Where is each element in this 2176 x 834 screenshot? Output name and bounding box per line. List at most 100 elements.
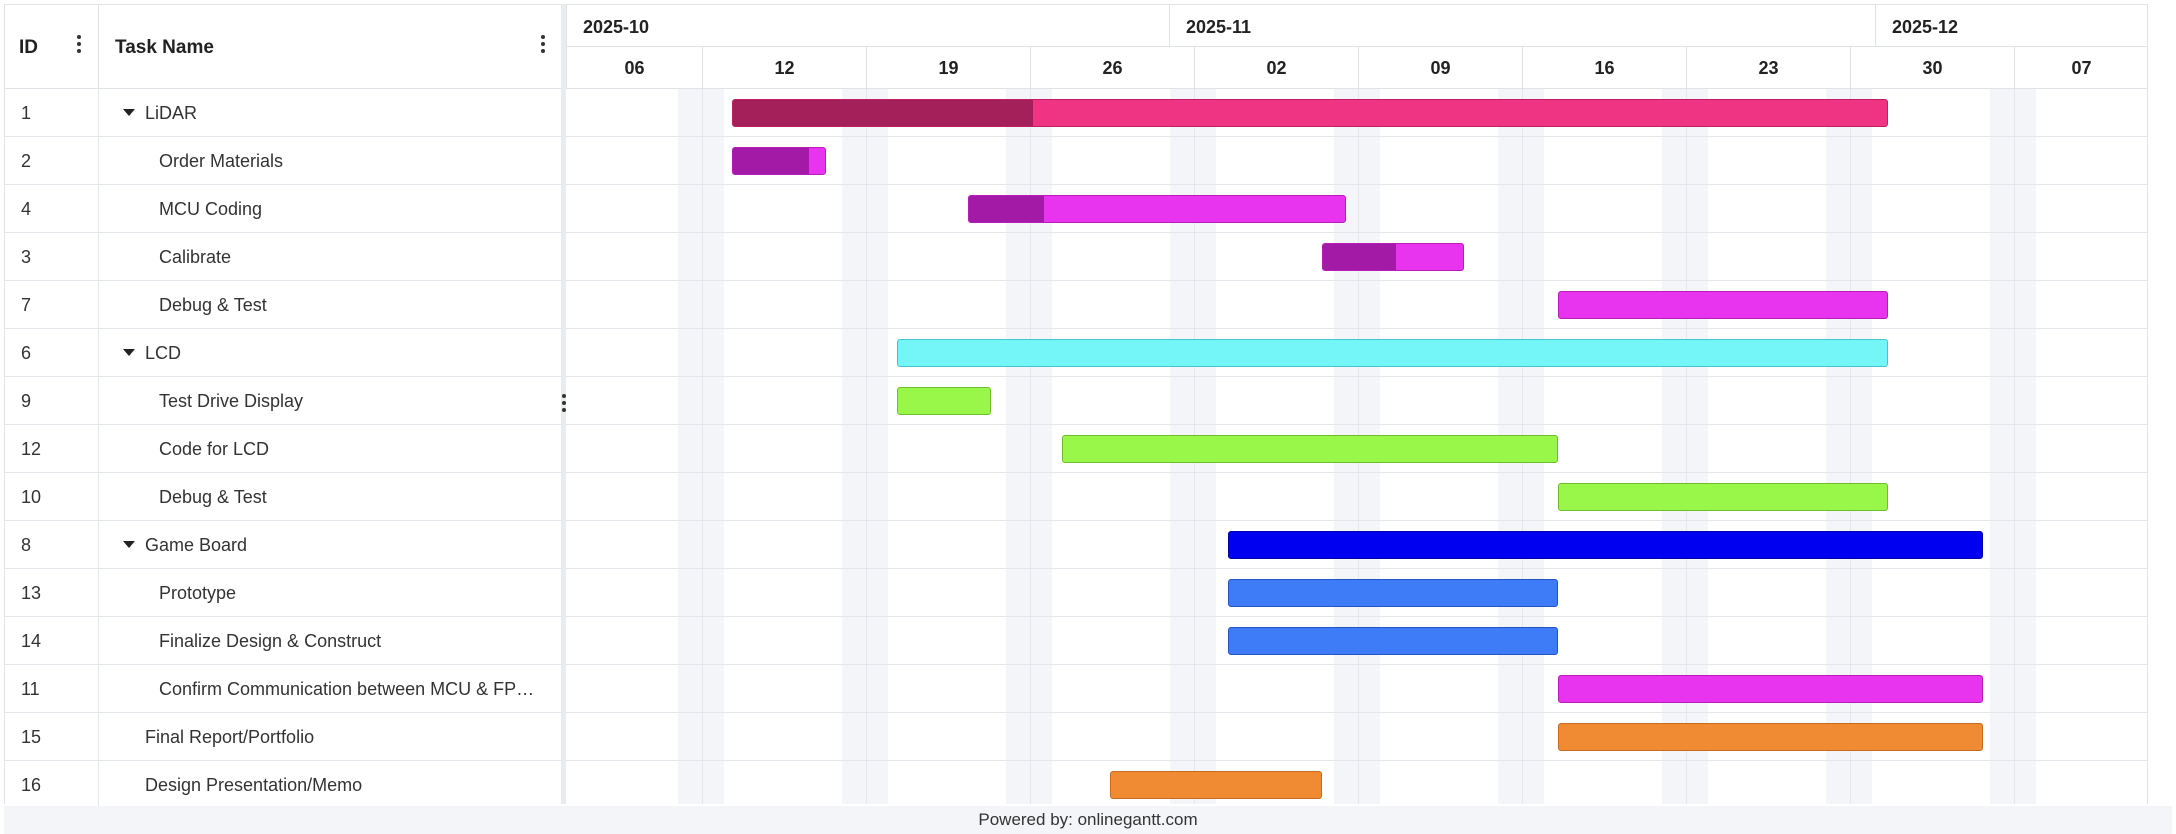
- task-name: Calibrate: [159, 247, 232, 267]
- task-id-cell: 2: [5, 137, 99, 185]
- task-row[interactable]: 11 Confirm Communication between MCU & FP…: [5, 665, 563, 713]
- task-bar[interactable]: [1558, 675, 1983, 703]
- task-bar[interactable]: [1322, 243, 1464, 271]
- week-label: 19: [938, 58, 959, 78]
- week-gridline: [866, 89, 867, 804]
- task-id: 16: [21, 775, 42, 795]
- splitter-handle-icon[interactable]: [561, 394, 566, 416]
- task-progress-fill: [733, 148, 810, 174]
- task-bar[interactable]: [897, 387, 991, 415]
- task-row[interactable]: 3 Calibrate: [5, 233, 563, 281]
- collapse-caret-icon[interactable]: [123, 349, 135, 356]
- task-bar[interactable]: [1228, 579, 1558, 607]
- task-bar[interactable]: [1228, 531, 1983, 559]
- collapse-caret-icon[interactable]: [123, 541, 135, 548]
- week-label-cell: 16: [1522, 47, 1686, 89]
- row-gridline: [566, 568, 2147, 569]
- task-name: Debug & Test: [159, 295, 267, 315]
- column-header-id[interactable]: ID: [5, 5, 99, 89]
- task-name-cell[interactable]: LCD: [99, 329, 563, 377]
- task-id: 2: [21, 151, 32, 171]
- task-row[interactable]: 8 Game Board: [5, 521, 563, 569]
- row-gridline: [566, 136, 2147, 137]
- task-id-cell: 12: [5, 425, 99, 473]
- task-name-cell[interactable]: Test Drive Display: [99, 377, 563, 425]
- task-id: 15: [21, 727, 42, 747]
- week-label-cell: 30: [1850, 47, 2014, 89]
- task-bar[interactable]: [732, 99, 1888, 127]
- column-menu-icon[interactable]: [75, 35, 83, 57]
- task-id: 10: [21, 487, 42, 507]
- task-bar[interactable]: [897, 339, 1888, 367]
- task-name-cell[interactable]: LiDAR: [99, 89, 563, 137]
- task-row[interactable]: 12 Code for LCD: [5, 425, 563, 473]
- task-id-cell: 1: [5, 89, 99, 137]
- task-name-cell[interactable]: Debug & Test: [99, 281, 563, 329]
- month-label-cell: 2025-11: [1169, 5, 1875, 47]
- task-name-cell[interactable]: Debug & Test: [99, 473, 563, 521]
- week-label: 02: [1266, 58, 1287, 78]
- month-label: 2025-12: [1892, 17, 1959, 37]
- collapse-caret-icon[interactable]: [123, 109, 135, 116]
- task-id-cell: 9: [5, 377, 99, 425]
- task-row[interactable]: 15 Final Report/Portfolio: [5, 713, 563, 761]
- task-id: 1: [21, 103, 32, 123]
- row-gridline: [566, 472, 2147, 473]
- task-bar[interactable]: [968, 195, 1346, 223]
- row-gridline: [566, 424, 2147, 425]
- row-gridline: [566, 760, 2147, 761]
- task-bar[interactable]: [1062, 435, 1558, 463]
- row-gridline: [566, 712, 2147, 713]
- task-bar[interactable]: [1558, 483, 1888, 511]
- task-row[interactable]: 1 LiDAR: [5, 89, 563, 137]
- task-name: Design Presentation/Memo: [145, 775, 363, 795]
- column-menu-icon[interactable]: [539, 35, 547, 57]
- task-name-cell[interactable]: MCU Coding: [99, 185, 563, 233]
- weekend-shade: [1990, 89, 2036, 804]
- row-gridline: [566, 616, 2147, 617]
- task-bar[interactable]: [1558, 723, 1983, 751]
- task-bar[interactable]: [1558, 291, 1888, 319]
- task-name-cell[interactable]: Design Presentation/Memo: [99, 761, 563, 809]
- footer: Powered by: onlinegantt.com: [4, 806, 2172, 834]
- task-name-cell[interactable]: Game Board: [99, 521, 563, 569]
- task-name-cell[interactable]: Confirm Communication between MCU & FP…: [99, 665, 563, 713]
- row-gridline: [566, 232, 2147, 233]
- task-name-cell[interactable]: Code for LCD: [99, 425, 563, 473]
- month-label: 2025-11: [1186, 17, 1252, 37]
- task-id: 11: [21, 679, 40, 699]
- task-id: 8: [21, 535, 32, 555]
- task-name-cell[interactable]: Calibrate: [99, 233, 563, 281]
- task-bar[interactable]: [732, 147, 826, 175]
- task-id-cell: 14: [5, 617, 99, 665]
- task-id: 12: [21, 439, 42, 459]
- month-label-cell: 2025-10: [566, 5, 1169, 47]
- column-header-task-name-label: Task Name: [115, 37, 214, 58]
- task-id: 13: [21, 583, 42, 603]
- task-name: Order Materials: [159, 151, 284, 171]
- task-name-cell[interactable]: Order Materials: [99, 137, 563, 185]
- task-row[interactable]: 13 Prototype: [5, 569, 563, 617]
- week-label-cell: 26: [1030, 47, 1194, 89]
- task-row[interactable]: 2 Order Materials: [5, 137, 563, 185]
- task-bar[interactable]: [1228, 627, 1558, 655]
- task-name-cell[interactable]: Finalize Design & Construct: [99, 617, 563, 665]
- task-name: LCD: [145, 343, 182, 363]
- task-id-cell: 3: [5, 233, 99, 281]
- week-label: 09: [1430, 58, 1451, 78]
- weekend-shade: [842, 89, 888, 804]
- column-header-task-name[interactable]: Task Name: [99, 5, 563, 89]
- task-name-cell[interactable]: Prototype: [99, 569, 563, 617]
- task-bar[interactable]: [1110, 771, 1322, 799]
- week-gridline: [1850, 89, 1851, 804]
- week-label: 16: [1594, 58, 1615, 78]
- task-name-cell[interactable]: Final Report/Portfolio: [99, 713, 563, 761]
- task-row[interactable]: 16 Design Presentation/Memo: [5, 761, 563, 809]
- task-row[interactable]: 10 Debug & Test: [5, 473, 563, 521]
